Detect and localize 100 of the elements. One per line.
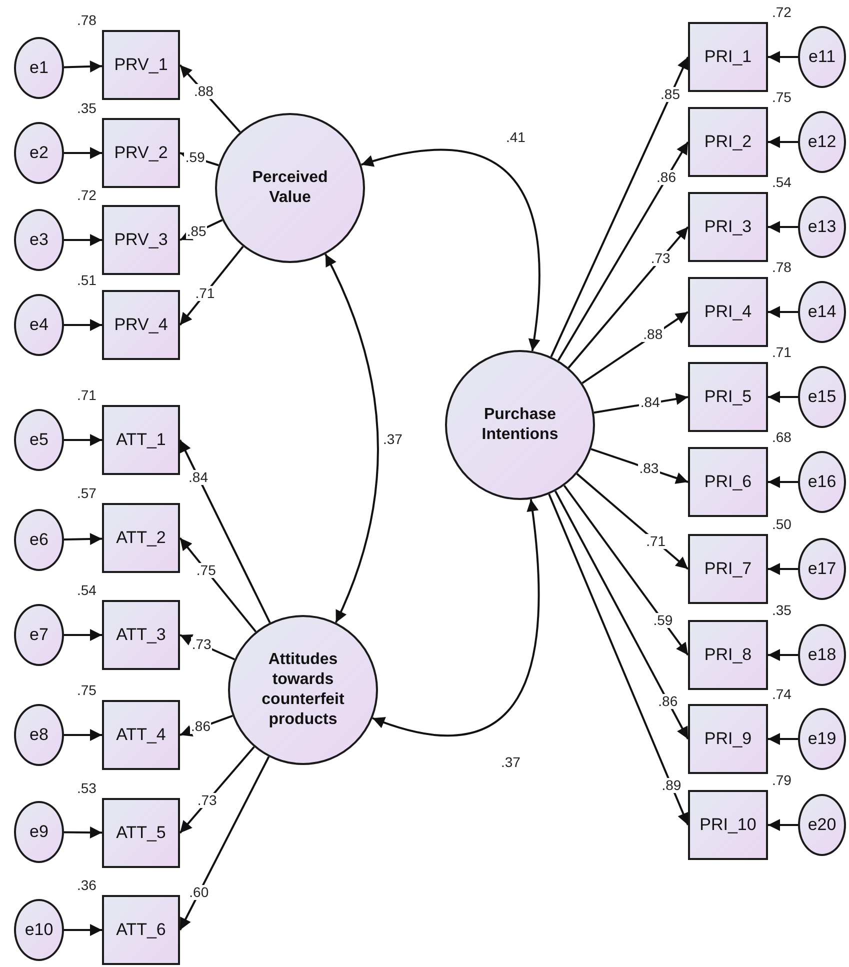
variable-label: e17 xyxy=(808,559,836,579)
arrow xyxy=(768,819,798,831)
arrow xyxy=(594,393,688,414)
loading-value: .71 xyxy=(194,286,216,301)
arrow xyxy=(548,494,689,826)
arrow xyxy=(768,649,798,661)
variable-label: PRV_1 xyxy=(114,55,168,75)
arrow xyxy=(768,51,798,63)
indicator-box xyxy=(102,205,180,275)
indicator-box xyxy=(688,790,768,860)
arrow xyxy=(768,733,798,745)
squared-correlation-value: .54 xyxy=(76,583,98,598)
indicator-box xyxy=(688,107,768,177)
arrow xyxy=(554,490,689,740)
indicator-box xyxy=(688,704,768,774)
arrow xyxy=(64,826,102,838)
variable-label: e14 xyxy=(808,302,836,322)
loading-value: .88 xyxy=(642,327,664,342)
loading-value: .86 xyxy=(190,719,212,734)
loading-value: .85 xyxy=(186,224,208,240)
variable-label: e19 xyxy=(808,729,836,749)
variable-label: e9 xyxy=(30,822,48,842)
squared-correlation-value: .71 xyxy=(76,388,98,403)
variable-label: Perceived Value xyxy=(251,168,329,208)
variable-label: e10 xyxy=(24,920,54,940)
squared-correlation-value: .68 xyxy=(771,430,792,445)
squared-correlation-value: .78 xyxy=(771,260,792,275)
indicator-box xyxy=(102,118,180,188)
arrow xyxy=(768,221,798,233)
indicator-box xyxy=(688,362,768,432)
loading-value: .84 xyxy=(639,395,661,410)
indicator-box xyxy=(688,447,768,517)
variable-label: PRI_6 xyxy=(704,472,752,492)
squared-correlation-value: .72 xyxy=(76,188,98,203)
variable-label: ATT_5 xyxy=(116,823,166,843)
variable-label: Purchase Intentions xyxy=(480,405,560,445)
loading-value: .73 xyxy=(190,636,212,652)
variable-label: PRI_9 xyxy=(704,729,752,749)
arrow xyxy=(768,476,798,488)
variable-label: PRI_5 xyxy=(704,387,752,407)
arrow xyxy=(768,306,798,318)
loading-value: .73 xyxy=(196,793,218,808)
arrow xyxy=(179,756,270,930)
indicator-box xyxy=(102,600,180,670)
loading-value: .71 xyxy=(645,534,667,549)
variable-label: e3 xyxy=(30,230,48,250)
correlation-arrow xyxy=(372,499,540,736)
arrow xyxy=(768,136,798,148)
indicator-box xyxy=(102,290,180,360)
squared-correlation-value: .35 xyxy=(76,101,98,116)
variable-label: e16 xyxy=(808,472,836,492)
variable-label: PRV_2 xyxy=(114,143,168,163)
squared-correlation-value: .72 xyxy=(771,5,792,20)
loading-value: .83 xyxy=(638,460,660,476)
variable-label: ATT_3 xyxy=(116,625,166,645)
variable-label: ATT_1 xyxy=(116,430,166,450)
correlation-arrow xyxy=(361,149,540,352)
variable-label: PRI_7 xyxy=(704,559,752,579)
indicator-box xyxy=(688,192,768,262)
squared-correlation-value: .75 xyxy=(771,90,792,105)
variable-label: PRV_4 xyxy=(114,315,168,335)
indicator-box xyxy=(688,22,768,92)
arrow xyxy=(64,629,102,641)
squared-correlation-value: .79 xyxy=(771,773,792,788)
arrow xyxy=(557,141,689,362)
variable-label: e15 xyxy=(808,387,836,407)
arrow xyxy=(179,537,257,632)
loading-value: .75 xyxy=(195,562,217,578)
variable-label: e4 xyxy=(30,315,48,335)
loading-value: .88 xyxy=(193,84,214,99)
arrow xyxy=(179,440,271,624)
variable-label: PRI_8 xyxy=(704,645,752,665)
indicator-box xyxy=(102,503,180,573)
correlation-value: .37 xyxy=(500,755,522,770)
squared-correlation-value: .35 xyxy=(771,603,792,618)
variable-label: PRI_10 xyxy=(700,815,756,835)
variable-label: Attitudes towards counterfeit products xyxy=(260,650,346,730)
squared-correlation-value: .74 xyxy=(771,687,792,702)
variable-label: e7 xyxy=(30,625,48,645)
squared-correlation-value: .51 xyxy=(76,273,98,288)
arrow xyxy=(64,234,102,246)
squared-correlation-value: .53 xyxy=(76,781,98,796)
variable-label: e8 xyxy=(30,725,48,745)
squared-correlation-value: .50 xyxy=(771,517,792,532)
indicator-box xyxy=(102,895,180,965)
arrow xyxy=(179,246,244,326)
arrow xyxy=(179,746,255,834)
loading-value: .86 xyxy=(657,694,679,709)
arrow xyxy=(550,56,689,358)
squared-correlation-value: .78 xyxy=(76,13,98,28)
arrow xyxy=(64,533,102,545)
correlation-value: .37 xyxy=(382,432,404,447)
loading-value: .73 xyxy=(650,251,672,266)
variable-label: e1 xyxy=(30,58,48,78)
loading-value: .86 xyxy=(656,170,678,186)
variable-label: ATT_2 xyxy=(116,528,166,548)
variable-label: ATT_4 xyxy=(116,725,166,745)
variable-label: PRI_4 xyxy=(704,302,752,322)
correlation-arrow xyxy=(324,254,379,623)
squared-correlation-value: .75 xyxy=(76,683,98,698)
